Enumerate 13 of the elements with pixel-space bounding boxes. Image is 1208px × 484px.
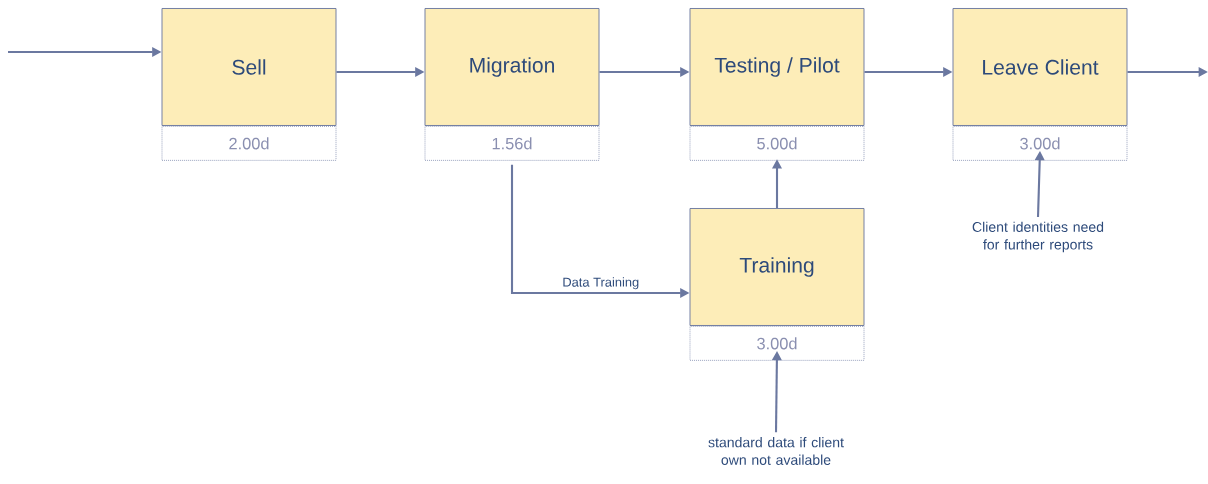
duration-box: 3.00d [689, 325, 865, 361]
note-text: standard data if client own not available [708, 437, 844, 465]
edge-label: Data Training [561, 276, 641, 291]
process-box: Leave Client [952, 8, 1128, 126]
process-box: Sell [161, 8, 337, 126]
duration-box: 5.00d [689, 125, 865, 161]
duration-box: 1.56d [424, 125, 600, 161]
duration-box: 3.00d [952, 125, 1128, 161]
process-box: Migration [424, 8, 600, 126]
note-text: Client identities need for further reports [972, 221, 1104, 253]
process-box: Testing / Pilot [689, 8, 865, 126]
process-box: Training [689, 208, 865, 326]
duration-box: 2.00d [161, 125, 337, 161]
